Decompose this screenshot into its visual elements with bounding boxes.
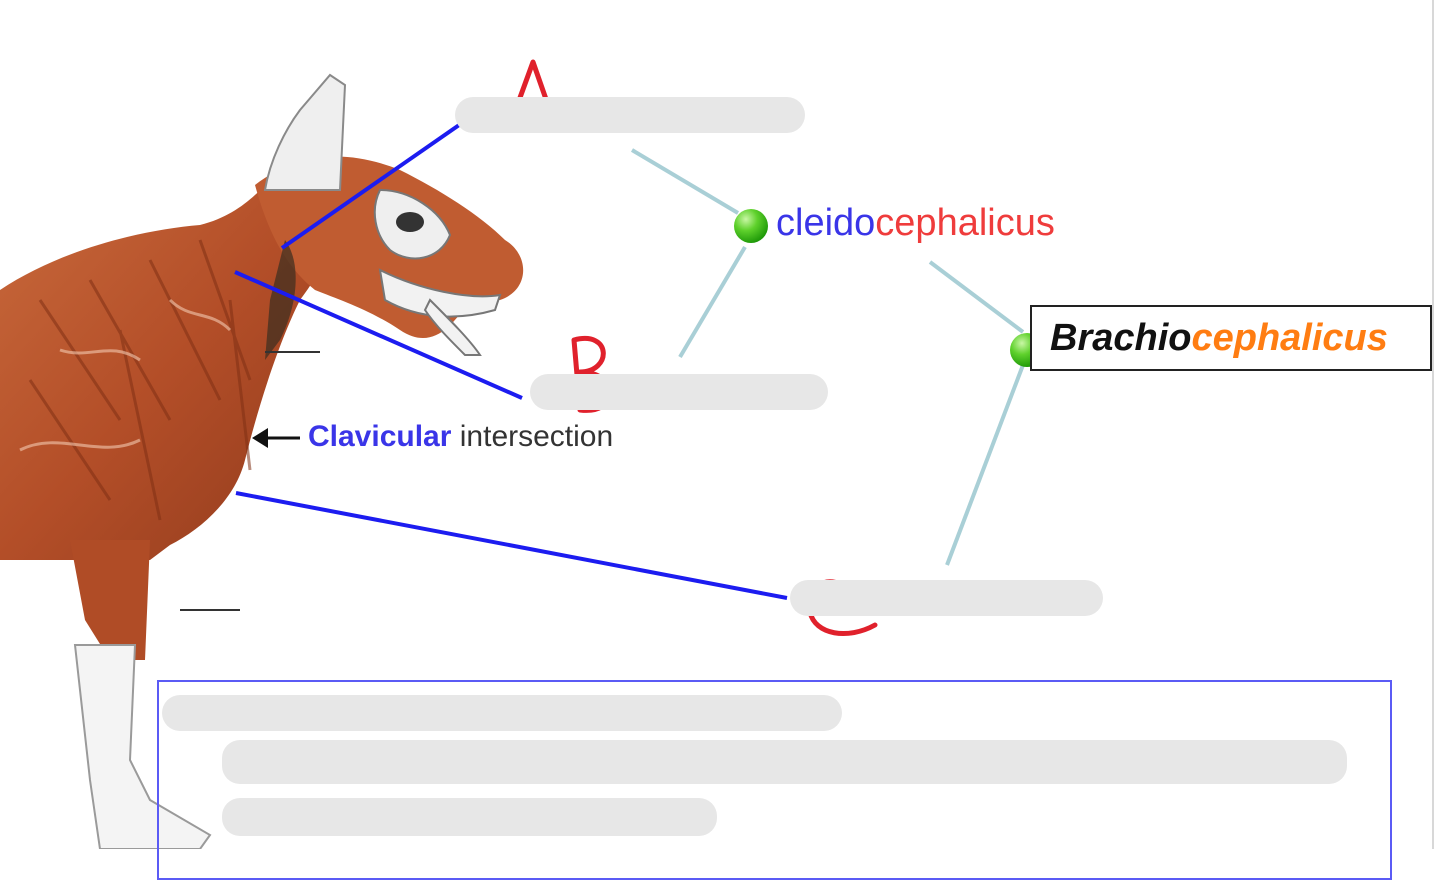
connector-a-cleido bbox=[630, 148, 740, 215]
intersection-word: intersection bbox=[451, 420, 614, 453]
node-cleido bbox=[734, 209, 768, 243]
cleido-prefix: cleido bbox=[776, 202, 876, 244]
clavicular-word: Clavicular bbox=[308, 420, 452, 453]
answer-blank-a bbox=[455, 97, 805, 133]
handwritten-labels bbox=[507, 59, 878, 637]
hidden-line-1 bbox=[162, 695, 842, 731]
brachio-prefix: Brachio bbox=[1050, 317, 1192, 359]
hidden-line-2 bbox=[222, 740, 1347, 784]
answer-blank-c bbox=[790, 580, 1103, 616]
leader-line-b bbox=[234, 270, 523, 400]
connector-brachio-c bbox=[945, 364, 1025, 566]
leader-line-c bbox=[235, 491, 788, 600]
brachiocephalicus-box: Brachiocephalicus bbox=[1030, 305, 1432, 371]
connector-cleido-b bbox=[678, 245, 747, 359]
clavicular-intersection-label: Clavicular intersection bbox=[308, 419, 613, 455]
cleidocephalicus-label: cleidocephalicus bbox=[776, 200, 1055, 246]
answer-blank-b bbox=[530, 374, 828, 410]
dog-muscle-illustration bbox=[0, 73, 524, 849]
tree-connectors bbox=[630, 148, 1025, 566]
diagram-canvas bbox=[0, 59, 1025, 849]
connector-cleido-brachio bbox=[928, 260, 1025, 334]
leader-lines bbox=[234, 121, 788, 600]
cleido-suffix: cephalicus bbox=[875, 202, 1055, 244]
clavicular-arrow bbox=[252, 428, 300, 448]
hidden-line-3 bbox=[222, 798, 717, 836]
leader-line-a bbox=[280, 121, 464, 250]
page-edge bbox=[1432, 0, 1434, 849]
brachio-suffix: cephalicus bbox=[1191, 317, 1388, 359]
